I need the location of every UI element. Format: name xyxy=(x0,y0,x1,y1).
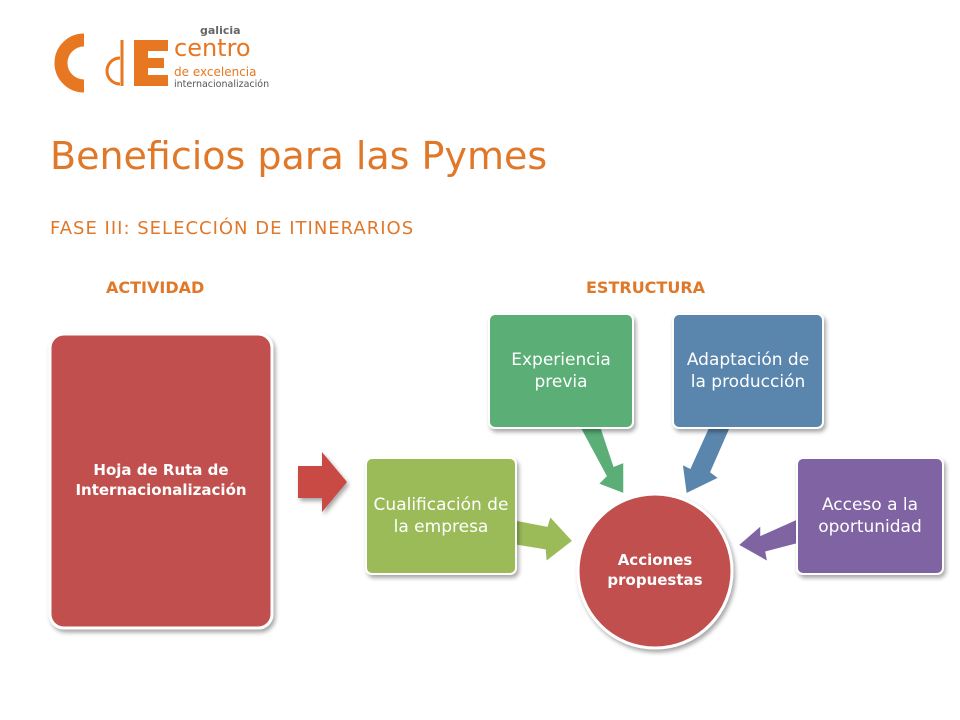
qualification-label: Cualificación de la empresa xyxy=(373,494,509,537)
experience-arrow xyxy=(576,423,625,496)
activity-to-structure-arrow xyxy=(298,452,347,512)
road-map-box xyxy=(48,332,274,630)
access-box xyxy=(796,457,944,575)
experience-box xyxy=(488,313,634,429)
qualification-arrow xyxy=(513,514,575,564)
cde-logo: galicia centro de excelencia internacion… xyxy=(50,24,270,98)
qualification-box xyxy=(365,457,517,575)
logo-galicia: galicia xyxy=(200,24,241,37)
adaptation-arrow xyxy=(681,423,734,496)
column-label-structure: ESTRUCTURA xyxy=(586,278,706,297)
access-label: Acceso a la oportunidad xyxy=(818,494,922,537)
cde-logo-mark xyxy=(54,33,168,93)
experience-label: Experiencia previa xyxy=(511,349,611,392)
logo-centro: centro xyxy=(174,34,251,62)
adaptation-label: Adaptación de la producción xyxy=(686,349,810,392)
adaptation-box xyxy=(672,313,824,429)
page-title: Beneficios para las Pymes xyxy=(50,134,548,178)
center-circle xyxy=(576,492,734,650)
access-arrow xyxy=(736,517,798,564)
logo-excelencia: de excelencia xyxy=(174,65,257,79)
road-map-label: Hoja de Ruta de Internacionalización xyxy=(75,461,247,499)
column-label-activity: ACTIVIDAD xyxy=(106,278,205,297)
page-subtitle: FASE III: SELECCIÓN DE ITINERARIOS xyxy=(50,218,415,239)
logo-internacionalizacion: internacionalización xyxy=(174,79,270,90)
center-label: Acciones propuestas xyxy=(607,551,703,589)
